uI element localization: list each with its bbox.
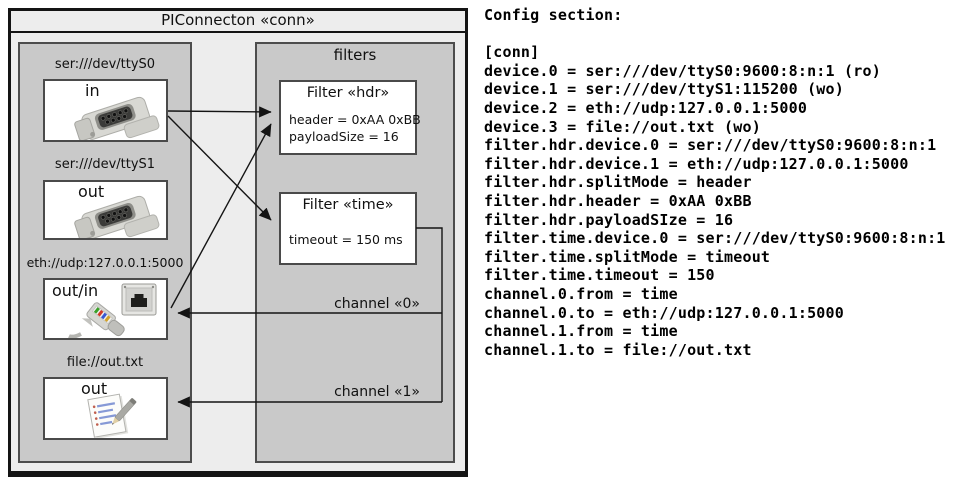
- config-line: filter.time.timeout = 150: [484, 266, 715, 285]
- config-line: filter.hdr.header = 0xAA 0xBB: [484, 191, 752, 210]
- device-uri-eth: eth://udp:127.0.0.1:5000: [26, 255, 184, 270]
- config-line: [conn]: [484, 43, 540, 62]
- config-line: channel.0.from = time: [484, 284, 678, 303]
- filter-property: payloadSize = 16: [289, 129, 399, 144]
- filter-time-title: Filter «time»: [302, 197, 394, 213]
- config-line: filter.hdr.device.1 = eth://udp:127.0.0.…: [484, 154, 909, 173]
- devices-panel: ser:///dev/ttyS0 in: [18, 42, 192, 463]
- filters-panel-title: filters: [333, 46, 377, 64]
- filter-node-hdr: Filter «hdr» header = 0xAA 0xBB payloadS…: [279, 80, 421, 155]
- config-line: channel.1.from = time: [484, 322, 678, 341]
- ethernet-port-icon: [121, 283, 157, 316]
- channel-0-label: channel «0»: [334, 296, 420, 312]
- config-line: filter.time.device.0 = ser:///dev/ttyS0:…: [484, 229, 946, 248]
- config-line: filter.hdr.payloadSIze = 16: [484, 210, 734, 229]
- device-node-eth: out/in: [43, 278, 168, 340]
- config-blank-line: [484, 25, 962, 44]
- config-section: Config section: [conn] device.0 = ser://…: [484, 6, 962, 359]
- serial-connector-icon: [74, 195, 160, 238]
- filter-property: header = 0xAA 0xBB: [289, 112, 421, 127]
- config-line: filter.time.splitMode = timeout: [484, 247, 771, 266]
- device-uri-ttys1: ser:///dev/ttyS1: [54, 157, 156, 172]
- config-line: filter.hdr.device.0 = ser:///dev/ttyS0:9…: [484, 136, 937, 155]
- device-node-file: out: [43, 377, 168, 440]
- device-direction-label: out: [78, 182, 105, 201]
- device-direction-label: out: [81, 379, 108, 398]
- config-line: filter.hdr.splitMode = header: [484, 173, 752, 192]
- frame-title: PIConnecton «conn»: [161, 11, 315, 29]
- config-line: channel.0.to = eth://udp:127.0.0.1:5000: [484, 303, 844, 322]
- config-line: device.2 = eth://udp:127.0.0.1:5000: [484, 98, 808, 117]
- device-node-ttys0: in: [43, 79, 168, 142]
- filter-property: timeout = 150 ms: [289, 232, 403, 247]
- config-line: device.0 = ser:///dev/ttyS0:9600:8:n:1 (…: [484, 61, 881, 80]
- filter-node-time: Filter «time» timeout = 150 ms: [279, 192, 417, 265]
- ethernet-cable-icon: [68, 302, 125, 338]
- device-uri-ttys0: ser:///dev/ttyS0: [54, 57, 156, 72]
- filters-panel: filters Filter «hdr» header = 0xAA 0xBB …: [255, 42, 455, 463]
- device-direction-label: in: [85, 81, 100, 100]
- channel-1-label: channel «1»: [334, 384, 420, 400]
- config-line: channel.1.to = file://out.txt: [484, 340, 752, 359]
- device-node-ttys1: out: [43, 180, 168, 240]
- serial-connector-icon: [74, 96, 160, 140]
- document-icon: [87, 393, 137, 438]
- config-heading: Config section:: [484, 6, 623, 24]
- device-uri-file: file://out.txt: [66, 355, 144, 370]
- device-direction-label: out/in: [52, 281, 99, 300]
- config-line: device.3 = file://out.txt (wo): [484, 117, 761, 136]
- filter-hdr-title: Filter «hdr»: [306, 85, 390, 101]
- config-line: device.1 = ser:///dev/ttyS1:115200 (wo): [484, 80, 844, 99]
- title-separator: [10, 31, 466, 33]
